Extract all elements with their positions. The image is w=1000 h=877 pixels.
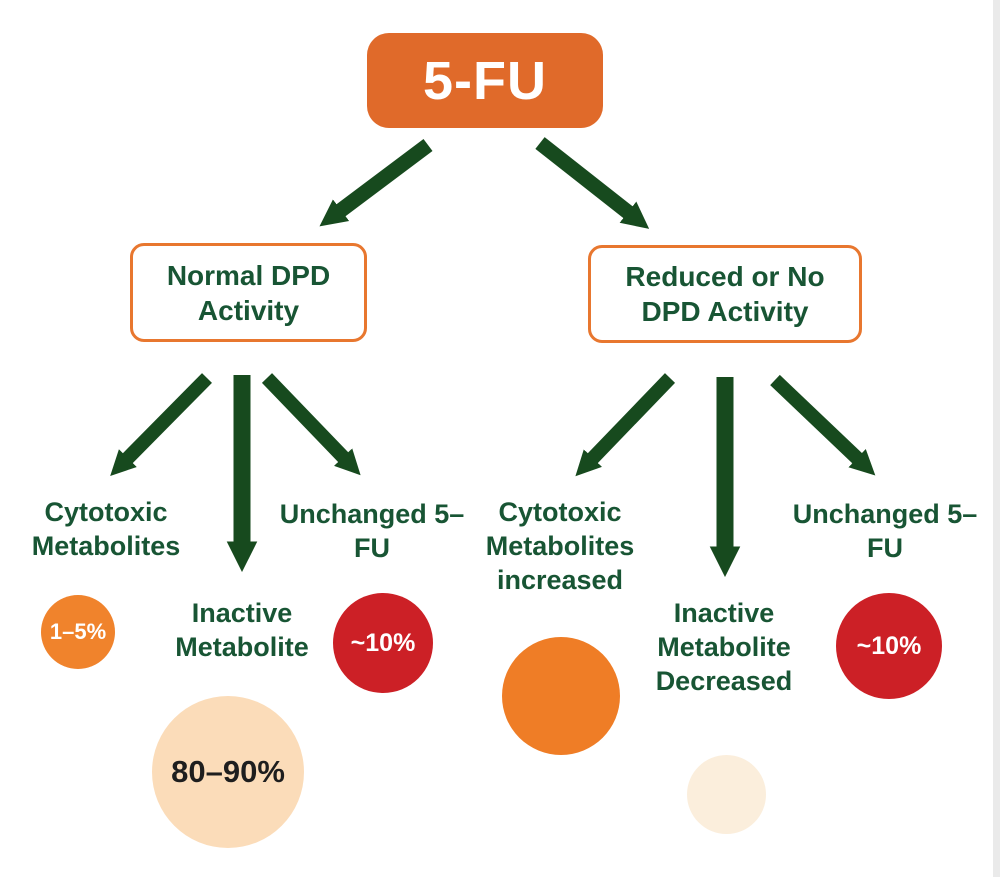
- arrow-root-to-normal: [319, 139, 433, 227]
- badge-circle-cytotoxic-increased: [502, 637, 620, 755]
- badge-circle-80-90-percent: 80–90%: [152, 696, 304, 848]
- node-5fu: 5-FU: [367, 33, 603, 128]
- arrow-normal-to-unchanged: [261, 373, 361, 476]
- badge-circle-1-5-percent: 1–5%: [41, 595, 115, 669]
- label-inactive-metabolite-left: Inactive Metabolite: [175, 598, 309, 663]
- badge-10-percent-right-text: ~10%: [856, 631, 922, 660]
- label-inactive-metabolite-decreased: Inactive Metabolite Decreased: [655, 598, 793, 697]
- arrow-reduced-to-cytotoxic: [575, 373, 676, 477]
- node-5fu-label: 5-FU: [423, 50, 547, 111]
- node-normal-dpd-activity: Normal DPD Activity: [130, 243, 367, 342]
- label-cytotoxic-metabolites-increased: Cytotoxic Metabolites increased: [485, 497, 635, 596]
- node-reduced-dpd-label: Reduced or No DPD Activity: [625, 261, 825, 327]
- right-edge-strip: [993, 0, 1000, 877]
- arrow-normal-to-cytotoxic: [110, 373, 212, 477]
- badge-80-90-percent-text: 80–90%: [171, 754, 285, 789]
- node-reduced-dpd-activity: Reduced or No DPD Activity: [588, 245, 862, 343]
- arrow-reduced-to-unchanged: [770, 374, 876, 476]
- badge-circle-10-percent-left: ~10%: [333, 593, 433, 693]
- node-normal-dpd-label: Normal DPD Activity: [166, 259, 331, 326]
- badge-circle-inactive-decreased: [687, 755, 766, 834]
- label-unchanged-5fu-right: Unchanged 5–FU: [792, 499, 978, 564]
- label-unchanged-5fu-left: Unchanged 5–FU: [279, 499, 465, 564]
- badge-10-percent-left-text: ~10%: [350, 628, 416, 657]
- badge-circle-10-percent-right: ~10%: [836, 593, 942, 699]
- arrow-root-to-reduced: [535, 137, 650, 229]
- badge-1-5-percent-text: 1–5%: [49, 619, 107, 644]
- label-cytotoxic-metabolites-left: Cytotoxic Metabolites: [31, 497, 181, 562]
